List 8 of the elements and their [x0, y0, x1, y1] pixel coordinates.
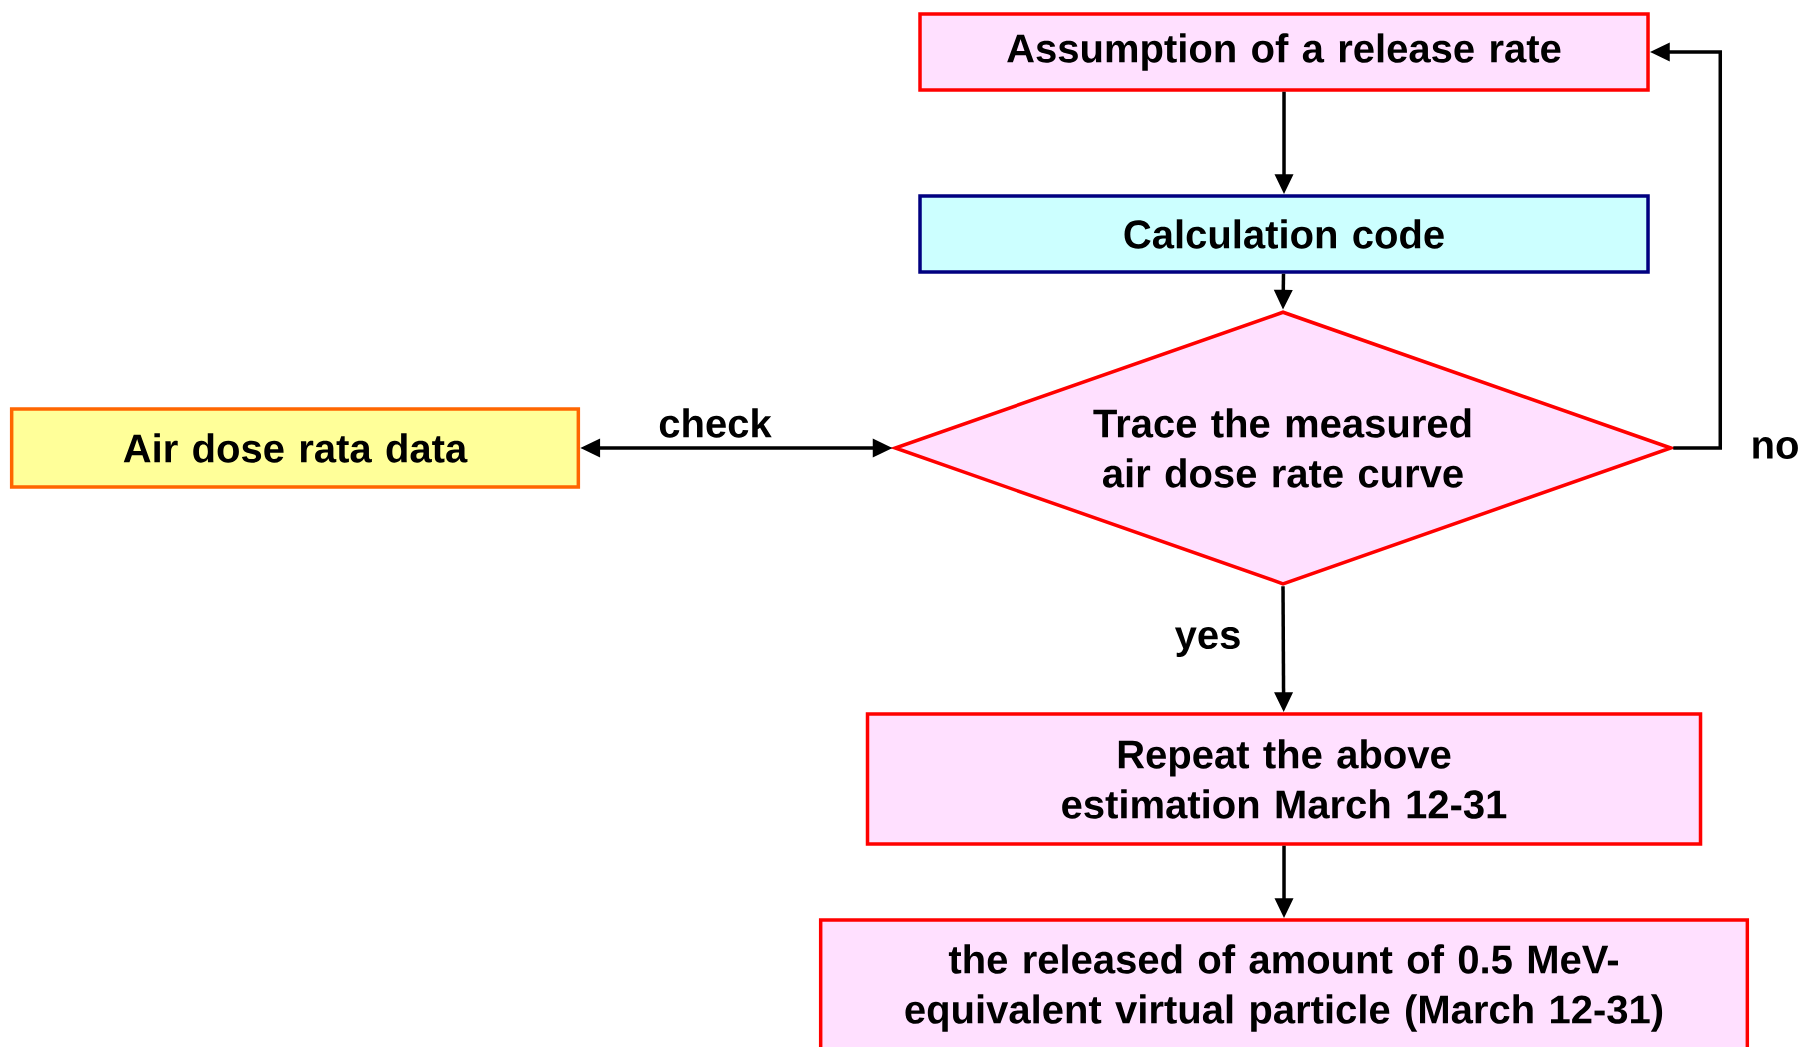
process-box: Calculation code [918, 194, 1650, 274]
edge-label: yes [1172, 625, 1244, 659]
process-box: Repeat the above estimation March 12-31 [865, 712, 1703, 846]
edge-label: check [656, 406, 774, 440]
process-box: Air dose rata data [9, 407, 581, 489]
edge-label: no [1748, 435, 1802, 461]
process-box: the released of amount of 0.5 MeV- equivalent virtual particle (March 12-31) [818, 918, 1750, 1047]
process-box: Assumption of a release rate [918, 12, 1650, 92]
